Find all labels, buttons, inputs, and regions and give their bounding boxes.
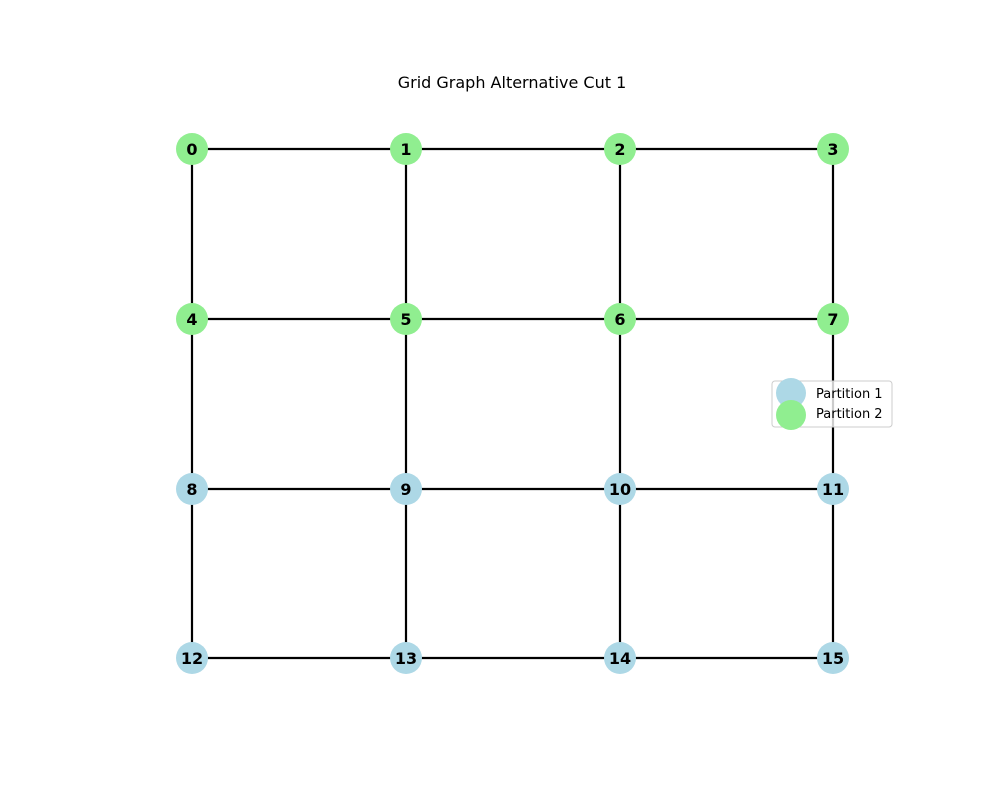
node-circle-8 — [176, 473, 208, 505]
legend: Partition 1 Partition 2 — [771, 378, 893, 430]
node-circle-0 — [176, 133, 208, 165]
node-circle-4 — [176, 303, 208, 335]
node-label-12: 12 — [181, 649, 203, 668]
node-label-5: 5 — [400, 310, 411, 329]
node-circle-6 — [604, 303, 636, 335]
node-8: 8 — [176, 473, 208, 505]
node-label-3: 3 — [827, 140, 838, 159]
node-circle-12 — [176, 642, 208, 674]
legend-label-partition-1: Partition 1 — [816, 387, 883, 402]
node-5: 5 — [390, 303, 422, 335]
node-12: 12 — [176, 642, 208, 674]
node-label-13: 13 — [395, 649, 417, 668]
node-circle-2 — [604, 133, 636, 165]
node-7: 7 — [817, 303, 849, 335]
node-10: 10 — [604, 473, 636, 505]
node-circle-14 — [604, 642, 636, 674]
node-2: 2 — [604, 133, 636, 165]
node-9: 9 — [390, 473, 422, 505]
node-circle-5 — [390, 303, 422, 335]
node-15: 15 — [817, 642, 849, 674]
node-1: 1 — [390, 133, 422, 165]
node-circle-1 — [390, 133, 422, 165]
node-label-10: 10 — [609, 480, 631, 499]
node-circle-3 — [817, 133, 849, 165]
node-label-1: 1 — [400, 140, 411, 159]
node-13: 13 — [390, 642, 422, 674]
node-circle-7 — [817, 303, 849, 335]
node-label-4: 4 — [186, 310, 197, 329]
node-6: 6 — [604, 303, 636, 335]
node-3: 3 — [817, 133, 849, 165]
node-label-14: 14 — [609, 649, 631, 668]
node-label-7: 7 — [827, 310, 838, 329]
node-circle-15 — [817, 642, 849, 674]
node-11: 11 — [817, 473, 849, 505]
node-label-15: 15 — [822, 649, 844, 668]
edges-layer — [190, 147, 835, 660]
node-label-11: 11 — [822, 480, 844, 499]
node-14: 14 — [604, 642, 636, 674]
node-label-6: 6 — [614, 310, 625, 329]
node-4: 4 — [176, 303, 208, 335]
node-label-0: 0 — [186, 140, 197, 159]
node-0: 0 — [176, 133, 208, 165]
legend-marker-partition-2 — [776, 400, 806, 430]
node-label-2: 2 — [614, 140, 625, 159]
node-circle-11 — [817, 473, 849, 505]
legend-marker-partition-1 — [776, 378, 806, 408]
legend-label-partition-2: Partition 2 — [816, 407, 883, 422]
graph-title: Grid Graph Alternative Cut 1 — [398, 73, 627, 92]
node-circle-10 — [604, 473, 636, 505]
node-circle-9 — [390, 473, 422, 505]
node-label-9: 9 — [400, 480, 411, 499]
node-circle-13 — [390, 642, 422, 674]
node-label-8: 8 — [186, 480, 197, 499]
